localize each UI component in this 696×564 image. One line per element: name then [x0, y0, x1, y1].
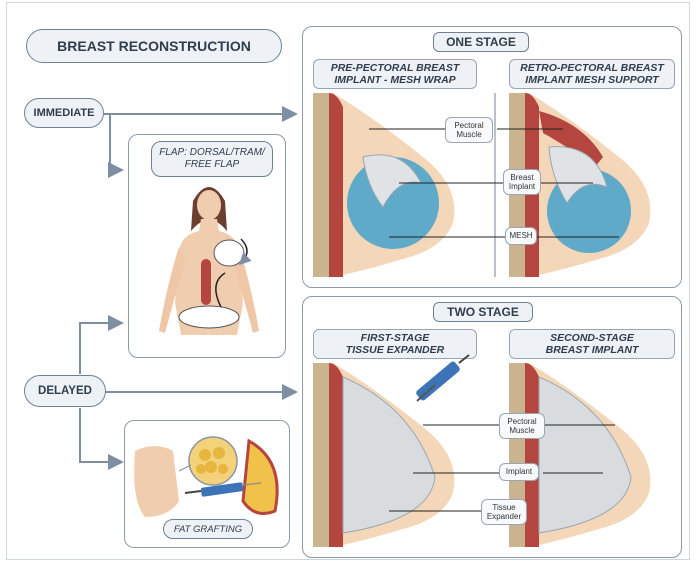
fat-grafting-panel: FAT GRAFTING [124, 420, 290, 548]
breast-implant-label: Breast Implant [503, 169, 541, 195]
tissue-expander-label: Tissue Expander [481, 499, 527, 525]
flap-tissue-icon [201, 259, 211, 305]
title-pill: BREAST RECONSTRUCTION [26, 29, 282, 63]
delayed-to-flap-arrow [80, 323, 120, 374]
delayed-to-fat-arrow [80, 408, 120, 462]
syringe-icon [415, 355, 469, 402]
immediate-pill: IMMEDIATE [24, 98, 104, 128]
implant-crosssection-icon [509, 363, 650, 547]
implant-label: Implant [499, 463, 539, 481]
breast-crosssection-icon [313, 93, 454, 277]
pectoral-muscle-label-2: Pectoral Muscle [499, 413, 545, 439]
one-stage-panel: ONE STAGE PRE-PECTORAL BREAST IMPLANT - … [302, 26, 682, 288]
two-stage-panel: TWO STAGE FIRST-STAGE TISSUE EXPANDER SE… [302, 296, 682, 558]
immediate-to-flap-arrow [110, 114, 120, 170]
one-stage-illustration [303, 27, 683, 289]
fat-cells-icon [189, 437, 237, 485]
female-figure-icon [129, 135, 287, 359]
fat-grafting-label: FAT GRAFTING [163, 519, 253, 539]
pectoral-muscle-label-1: Pectoral Muscle [445, 117, 493, 143]
delayed-pill: DELAYED [24, 375, 106, 407]
flap-panel: FLAP: DORSAL/TRAM/ FREE FLAP [128, 134, 286, 358]
mesh-label: MESH [505, 227, 537, 245]
